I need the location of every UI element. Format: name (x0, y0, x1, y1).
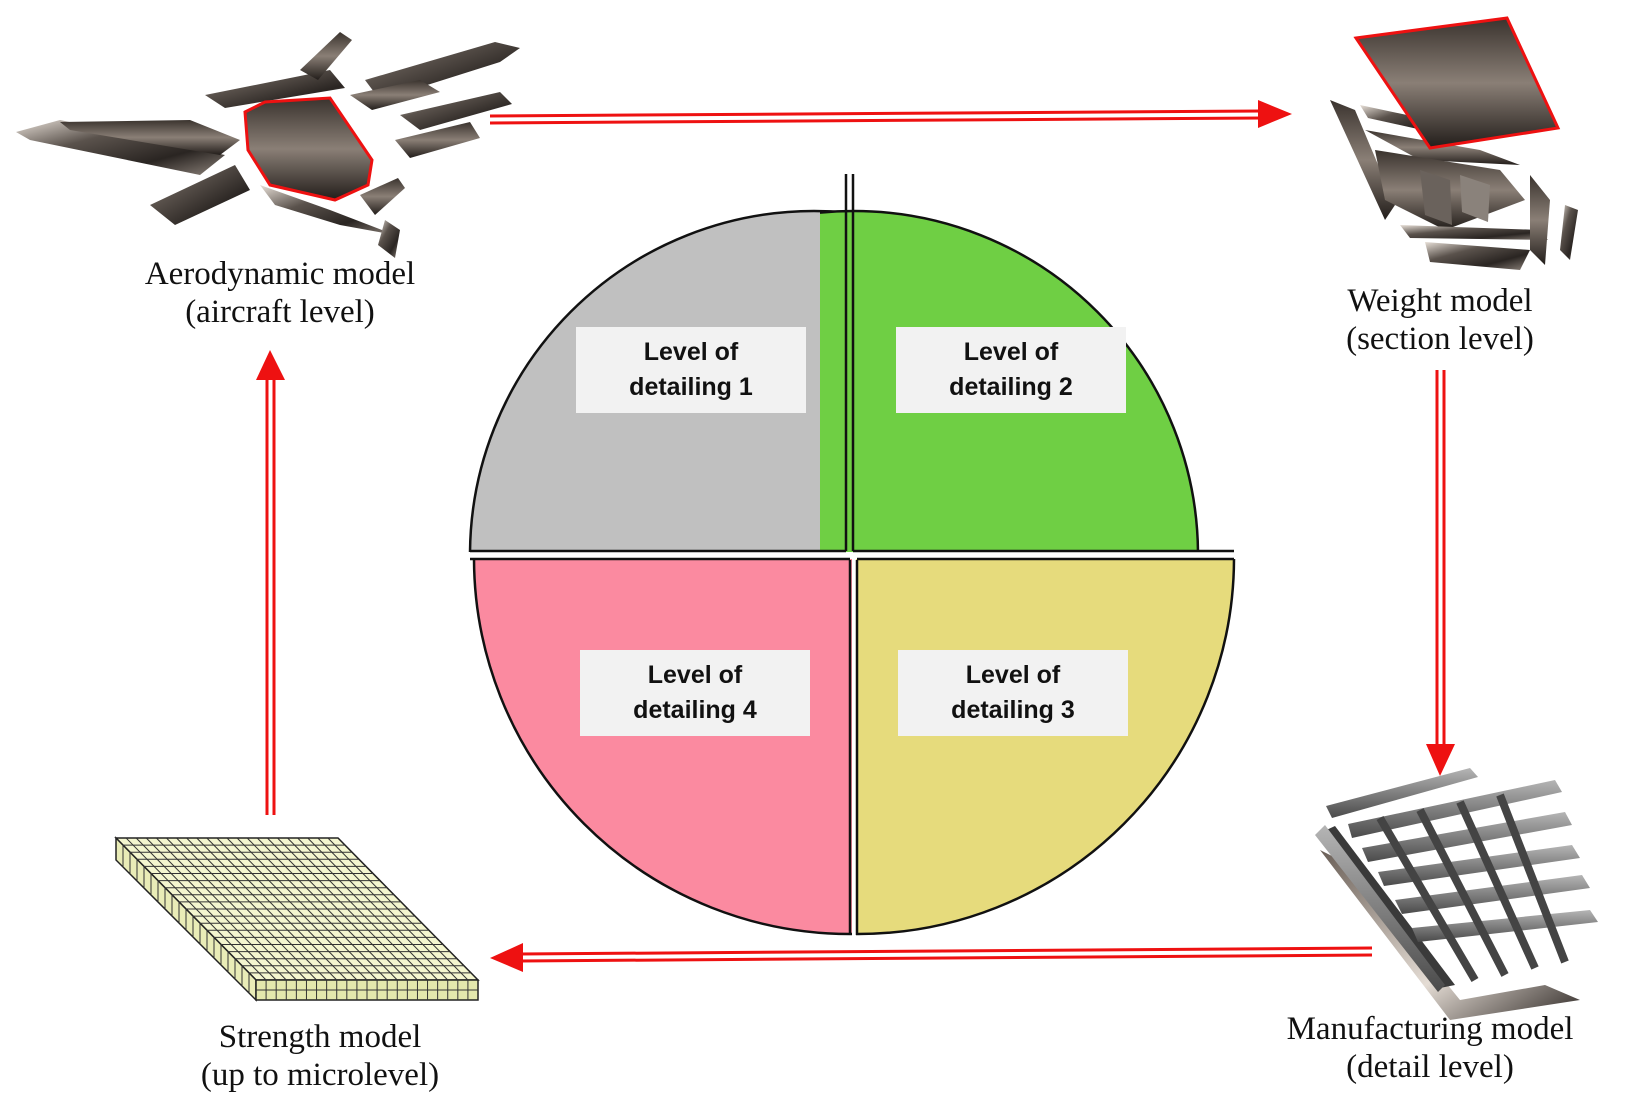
strength-model-caption: Strength model (up to microlevel) (140, 1018, 500, 1094)
level-label-4: Level of detailing 4 (580, 650, 810, 736)
level-1-line1: Level of (643, 338, 739, 366)
section-model-picture (1330, 16, 1578, 270)
level-circle (468, 174, 1236, 936)
weight-caption-line2: (section level) (1346, 321, 1534, 357)
arrow-manufacturing-to-strength (490, 943, 1373, 972)
mesh-model-picture (114, 836, 480, 1002)
arrow-weight-to-manufacturing (1426, 370, 1455, 776)
manufacturing-caption-line2: (detail level) (1346, 1049, 1514, 1085)
arrow-strength-to-aero (256, 350, 285, 815)
highlighted-panel (1353, 16, 1561, 150)
level-4-line1: Level of (647, 661, 743, 689)
manufacturing-model-caption: Manufacturing model (detail level) (1240, 1010, 1620, 1086)
level-label-1: Level of detailing 1 (576, 327, 806, 413)
level-label-3: Level of detailing 3 (898, 650, 1128, 736)
strength-caption-line2: (up to microlevel) (200, 1057, 440, 1093)
weight-caption-line1: Weight model (1347, 283, 1533, 319)
arrow-aero-to-weight (489, 100, 1292, 128)
level-3-line2: detailing 3 (951, 696, 1075, 724)
weight-model-caption: Weight model (section level) (1290, 282, 1590, 358)
level-3-line1: Level of (965, 661, 1061, 689)
aerodynamic-caption-line1: Aerodynamic model (144, 256, 416, 292)
level-label-2: Level of detailing 2 (896, 327, 1126, 413)
aerodynamic-model-caption: Aerodynamic model (aircraft level) (70, 255, 490, 331)
strength-caption-line1: Strength model (218, 1019, 422, 1055)
level-1-line2: detailing 1 (629, 373, 753, 401)
highlighted-section (243, 96, 374, 202)
level-2-line2: detailing 2 (949, 373, 1073, 401)
aircraft-model-picture (16, 32, 520, 258)
detail-model-picture (1315, 768, 1598, 1020)
flow-arrows (256, 100, 1455, 972)
level-4-line2: detailing 4 (633, 696, 757, 724)
manufacturing-caption-line1: Manufacturing model (1286, 1011, 1574, 1047)
level-2-line1: Level of (963, 338, 1059, 366)
aerodynamic-caption-line2: (aircraft level) (185, 294, 375, 330)
